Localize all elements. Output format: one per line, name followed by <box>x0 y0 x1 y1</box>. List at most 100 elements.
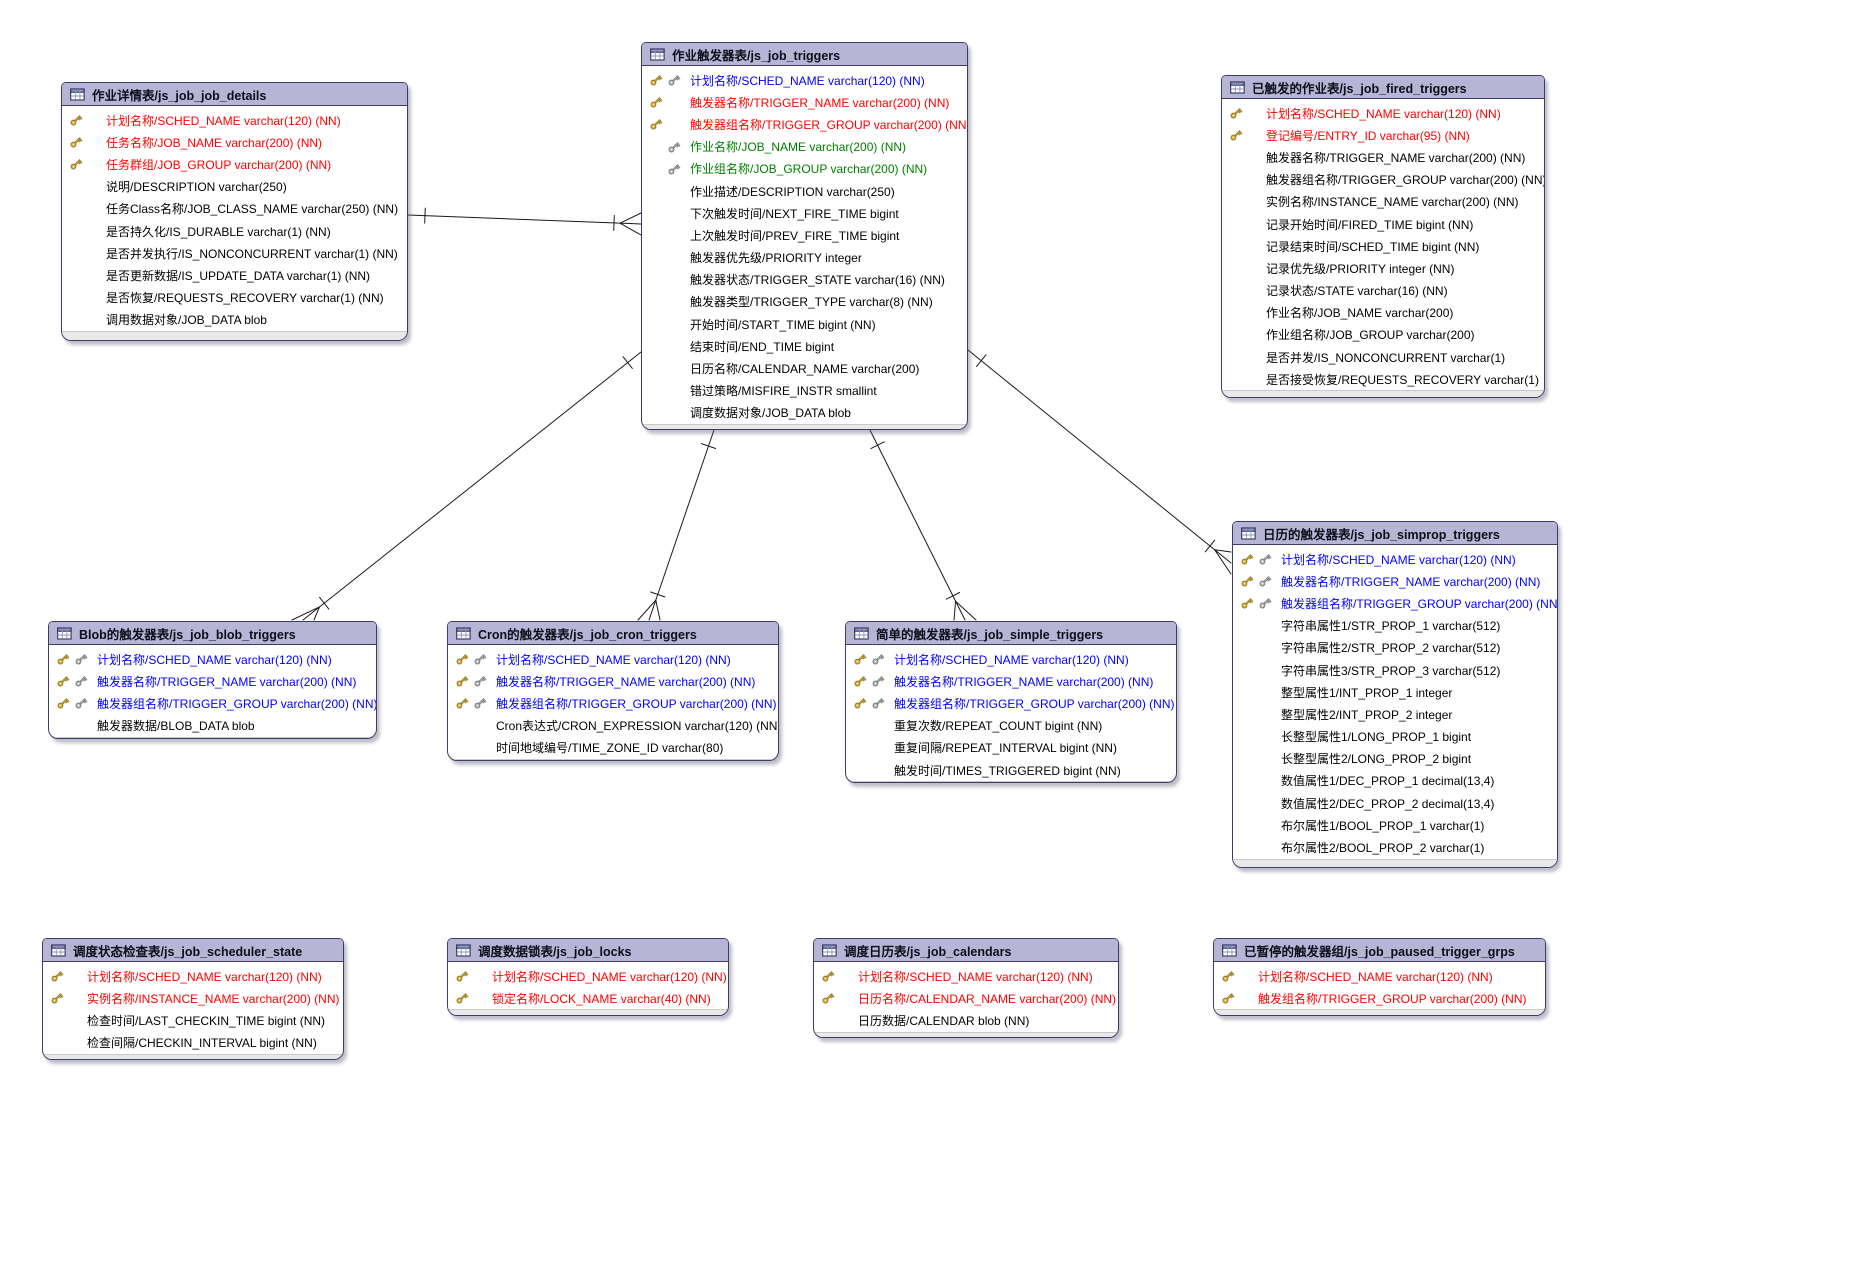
entity-table-js_job_simprop_triggers[interactable]: 日历的触发器表/js_job_simprop_triggers 计划名称/SCHE… <box>1232 521 1558 868</box>
field-row[interactable]: 字符串属性3/STR_PROP_3 varchar(512) <box>1233 659 1557 681</box>
field-row[interactable]: 是否恢复/REQUESTS_RECOVERY varchar(1) (NN) <box>62 287 407 309</box>
field-row[interactable]: 整型属性2/INT_PROP_2 integer <box>1233 703 1557 725</box>
relationship-js_job_triggers-js_job_simple_triggers[interactable] <box>869 429 977 621</box>
field-row[interactable]: 锁定名称/LOCK_NAME varchar(40) (NN) <box>448 987 728 1009</box>
field-row[interactable]: 字符串属性2/STR_PROP_2 varchar(512) <box>1233 637 1557 659</box>
field-row[interactable]: 是否接受恢复/REQUESTS_RECOVERY varchar(1) <box>1222 368 1544 390</box>
table-header[interactable]: 调度日历表/js_job_calendars <box>814 939 1118 962</box>
field-row[interactable]: 日历名称/CALENDAR_NAME varchar(200) (NN) <box>814 987 1118 1009</box>
field-row[interactable]: 作业组名称/JOB_GROUP varchar(200) (NN) <box>642 158 967 180</box>
table-header[interactable]: 简单的触发器表/js_job_simple_triggers <box>846 622 1176 645</box>
field-row[interactable]: 计划名称/SCHED_NAME varchar(120) (NN) <box>448 648 778 670</box>
field-row[interactable]: 调度数据对象/JOB_DATA blob <box>642 402 967 424</box>
field-row[interactable]: 检查间隔/CHECKIN_INTERVAL bigint (NN) <box>43 1032 343 1054</box>
table-header[interactable]: Cron的触发器表/js_job_cron_triggers <box>448 622 778 645</box>
table-header[interactable]: Blob的触发器表/js_job_blob_triggers <box>49 622 376 645</box>
relationship-js_job_triggers-js_job_cron_triggers[interactable] <box>637 429 717 621</box>
field-row[interactable]: 计划名称/SCHED_NAME varchar(120) (NN) <box>814 965 1118 987</box>
field-row[interactable]: 作业描述/DESCRIPTION varchar(250) <box>642 180 967 202</box>
field-row[interactable]: 是否并发/IS_NONCONCURRENT varchar(1) <box>1222 346 1544 368</box>
field-row[interactable]: 触发器组名称/TRIGGER_GROUP varchar(200) (NN) <box>448 692 778 714</box>
field-row[interactable]: 日历名称/CALENDAR_NAME varchar(200) <box>642 357 967 379</box>
field-row[interactable]: 触发器状态/TRIGGER_STATE varchar(16) (NN) <box>642 269 967 291</box>
entity-table-js_job_calendars[interactable]: 调度日历表/js_job_calendars 计划名称/SCHED_NAME va… <box>813 938 1119 1038</box>
field-row[interactable]: 计划名称/SCHED_NAME varchar(120) (NN) <box>642 69 967 91</box>
field-row[interactable]: 触发器名称/TRIGGER_NAME varchar(200) (NN) <box>1233 570 1557 592</box>
field-row[interactable]: 触发器名称/TRIGGER_NAME varchar(200) (NN) <box>846 670 1176 692</box>
field-row[interactable]: 作业名称/JOB_NAME varchar(200) (NN) <box>642 136 967 158</box>
field-row[interactable]: 布尔属性1/BOOL_PROP_1 varchar(1) <box>1233 814 1557 836</box>
field-row[interactable]: 计划名称/SCHED_NAME varchar(120) (NN) <box>43 965 343 987</box>
entity-table-js_job_triggers[interactable]: 作业触发器表/js_job_triggers 计划名称/SCHED_NAME va… <box>641 42 968 430</box>
field-row[interactable]: 日历数据/CALENDAR blob (NN) <box>814 1009 1118 1031</box>
field-row[interactable]: 触发器类型/TRIGGER_TYPE varchar(8) (NN) <box>642 291 967 313</box>
field-row[interactable]: 长整型属性1/LONG_PROP_1 bigint <box>1233 726 1557 748</box>
table-header[interactable]: 已暂停的触发器组/js_job_paused_trigger_grps <box>1214 939 1545 962</box>
field-row[interactable]: 计划名称/SCHED_NAME varchar(120) (NN) <box>846 648 1176 670</box>
field-row[interactable]: 计划名称/SCHED_NAME varchar(120) (NN) <box>1214 965 1545 987</box>
field-row[interactable]: 实例名称/INSTANCE_NAME varchar(200) (NN) <box>1222 191 1544 213</box>
field-row[interactable]: 是否更新数据/IS_UPDATE_DATA varchar(1) (NN) <box>62 264 407 286</box>
field-row[interactable]: 计划名称/SCHED_NAME varchar(120) (NN) <box>448 965 728 987</box>
entity-table-js_job_fired_triggers[interactable]: 已触发的作业表/js_job_fired_triggers 计划名称/SCHED_… <box>1221 75 1545 398</box>
field-row[interactable]: 触发器名称/TRIGGER_NAME varchar(200) (NN) <box>49 670 376 692</box>
field-row[interactable]: 记录开始时间/FIRED_TIME bigint (NN) <box>1222 213 1544 235</box>
field-row[interactable]: 触发器组名称/TRIGGER_GROUP varchar(200) (NN) <box>1233 592 1557 614</box>
field-row[interactable]: 触发器名称/TRIGGER_NAME varchar(200) (NN) <box>1222 146 1544 168</box>
relationship-js_job_triggers-js_job_simprop_triggers[interactable] <box>967 349 1232 575</box>
table-header[interactable]: 作业详情表/js_job_job_details <box>62 83 407 106</box>
field-row[interactable]: 下次触发时间/NEXT_FIRE_TIME bigint <box>642 202 967 224</box>
field-row[interactable]: 记录状态/STATE varchar(16) (NN) <box>1222 280 1544 302</box>
table-header[interactable]: 调度状态检查表/js_job_scheduler_state <box>43 939 343 962</box>
field-row[interactable]: 是否并发执行/IS_NONCONCURRENT varchar(1) (NN) <box>62 242 407 264</box>
field-row[interactable]: 触发器数据/BLOB_DATA blob <box>49 715 376 737</box>
field-row[interactable]: 时间地域编号/TIME_ZONE_ID varchar(80) <box>448 737 778 759</box>
field-row[interactable]: 实例名称/INSTANCE_NAME varchar(200) (NN) <box>43 987 343 1009</box>
field-row[interactable]: 结束时间/END_TIME bigint <box>642 335 967 357</box>
field-row[interactable]: 错过策略/MISFIRE_INSTR smallint <box>642 380 967 402</box>
field-row[interactable]: 任务群组/JOB_GROUP varchar(200) (NN) <box>62 153 407 175</box>
field-row[interactable]: 作业组名称/JOB_GROUP varchar(200) <box>1222 324 1544 346</box>
field-row[interactable]: 数值属性2/DEC_PROP_2 decimal(13,4) <box>1233 792 1557 814</box>
field-row[interactable]: 触发器组名称/TRIGGER_GROUP varchar(200) (NN) <box>846 692 1176 714</box>
field-row[interactable]: 触发器优先级/PRIORITY integer <box>642 247 967 269</box>
field-row[interactable]: 任务名称/JOB_NAME varchar(200) (NN) <box>62 131 407 153</box>
field-row[interactable]: 任务Class名称/JOB_CLASS_NAME varchar(250) (N… <box>62 198 407 220</box>
field-row[interactable]: 调用数据对象/JOB_DATA blob <box>62 309 407 331</box>
field-row[interactable]: 整型属性1/INT_PROP_1 integer <box>1233 681 1557 703</box>
field-row[interactable]: 登记编号/ENTRY_ID varchar(95) (NN) <box>1222 124 1544 146</box>
field-row[interactable]: 触发器名称/TRIGGER_NAME varchar(200) (NN) <box>448 670 778 692</box>
entity-table-js_job_locks[interactable]: 调度数据锁表/js_job_locks 计划名称/SCHED_NAME varch… <box>447 938 729 1016</box>
field-row[interactable]: 说明/DESCRIPTION varchar(250) <box>62 176 407 198</box>
entity-table-js_job_paused_trigger_grps[interactable]: 已暂停的触发器组/js_job_paused_trigger_grps 计划名称/… <box>1213 938 1546 1016</box>
field-row[interactable]: 触发器名称/TRIGGER_NAME varchar(200) (NN) <box>642 91 967 113</box>
field-row[interactable]: 触发组名称/TRIGGER_GROUP varchar(200) (NN) <box>1214 987 1545 1009</box>
table-header[interactable]: 日历的触发器表/js_job_simprop_triggers <box>1233 522 1557 545</box>
field-row[interactable]: 触发时间/TIMES_TRIGGERED bigint (NN) <box>846 759 1176 781</box>
field-row[interactable]: 重复间隔/REPEAT_INTERVAL bigint (NN) <box>846 737 1176 759</box>
field-row[interactable]: 计划名称/SCHED_NAME varchar(120) (NN) <box>1233 548 1557 570</box>
field-row[interactable]: 触发器组名称/TRIGGER_GROUP varchar(200) (NN) <box>49 692 376 714</box>
entity-table-js_job_cron_triggers[interactable]: Cron的触发器表/js_job_cron_triggers 计划名称/SCHED… <box>447 621 779 761</box>
field-row[interactable]: 布尔属性2/BOOL_PROP_2 varchar(1) <box>1233 836 1557 858</box>
field-row[interactable]: 上次触发时间/PREV_FIRE_TIME bigint <box>642 224 967 246</box>
field-row[interactable]: 记录优先级/PRIORITY integer (NN) <box>1222 257 1544 279</box>
entity-table-js_job_scheduler_state[interactable]: 调度状态检查表/js_job_scheduler_state 计划名称/SCHED… <box>42 938 344 1060</box>
field-row[interactable]: 数值属性1/DEC_PROP_1 decimal(13,4) <box>1233 770 1557 792</box>
field-row[interactable]: 触发器组名称/TRIGGER_GROUP varchar(200) (NN) <box>1222 169 1544 191</box>
field-row[interactable]: 重复次数/REPEAT_COUNT bigint (NN) <box>846 715 1176 737</box>
field-row[interactable]: 触发器组名称/TRIGGER_GROUP varchar(200) (NN) <box>642 113 967 135</box>
table-header[interactable]: 作业触发器表/js_job_triggers <box>642 43 967 66</box>
relationship-js_job_triggers-js_job_blob_triggers[interactable] <box>291 351 642 621</box>
table-header[interactable]: 调度数据锁表/js_job_locks <box>448 939 728 962</box>
field-row[interactable]: Cron表达式/CRON_EXPRESSION varchar(120) (NN… <box>448 715 778 737</box>
field-row[interactable]: 开始时间/START_TIME bigint (NN) <box>642 313 967 335</box>
field-row[interactable]: 计划名称/SCHED_NAME varchar(120) (NN) <box>49 648 376 670</box>
field-row[interactable]: 字符串属性1/STR_PROP_1 varchar(512) <box>1233 615 1557 637</box>
field-row[interactable]: 作业名称/JOB_NAME varchar(200) <box>1222 302 1544 324</box>
field-row[interactable]: 记录结束时间/SCHED_TIME bigint (NN) <box>1222 235 1544 257</box>
relationship-js_job_job_details-js_job_triggers[interactable] <box>407 207 642 236</box>
table-header[interactable]: 已触发的作业表/js_job_fired_triggers <box>1222 76 1544 99</box>
field-row[interactable]: 计划名称/SCHED_NAME varchar(120) (NN) <box>1222 102 1544 124</box>
